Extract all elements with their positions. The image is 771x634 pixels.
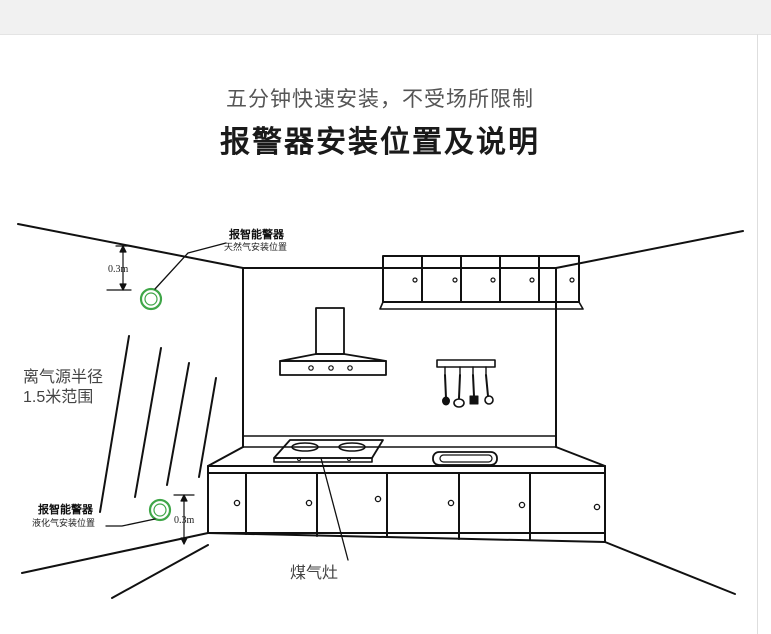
top-alarm-ring-icon [139, 287, 163, 311]
lower-cabinets [207, 472, 606, 543]
top-dimension-label: 0.3m [108, 264, 129, 275]
page-subtitle: 五分钟快速安装，不受场所限制 [226, 88, 534, 111]
bottom-dimension [173, 494, 195, 545]
top-alarm-leader [154, 242, 227, 290]
floor-left-edge-a [21, 532, 209, 574]
range-label-line1: 离气源半径 [23, 368, 103, 386]
top-alarm-inner-ring [144, 292, 158, 306]
sink [432, 451, 498, 466]
ceiling-right-edge [555, 230, 744, 269]
utensil-rack [436, 359, 496, 408]
bottom-alarm-title: 报智能警器 [38, 502, 94, 516]
right-divider [757, 34, 758, 634]
range-hood [279, 307, 387, 376]
top-dimension [106, 245, 132, 291]
gas-stove [273, 439, 384, 463]
bottom-alarm-inner-ring [153, 503, 167, 517]
countertop [207, 435, 606, 543]
stove-leader [320, 457, 349, 561]
stove-label: 煤气灶 [290, 564, 338, 582]
bottom-alarm-leader [105, 518, 156, 527]
top-alarm-subtitle: 天然气安装位置 [224, 241, 287, 252]
gas-diffusion-lines [99, 335, 217, 513]
bottom-alarm-subtitle: 液化气安装位置 [32, 517, 95, 528]
bottom-dimension-label: 0.3m [174, 515, 195, 526]
top-bar [0, 0, 771, 35]
floor-left-edge-b [111, 544, 209, 599]
bottom-alarm-ring-icon [148, 498, 172, 522]
page-title: 报警器安装位置及说明 [220, 126, 540, 159]
top-alarm-title: 报智能警器 [229, 227, 285, 241]
room-outline [17, 223, 744, 599]
range-label-line2: 1.5米范围 [23, 388, 93, 406]
floor-right-edge [604, 541, 736, 595]
upper-cabinets [379, 255, 584, 310]
